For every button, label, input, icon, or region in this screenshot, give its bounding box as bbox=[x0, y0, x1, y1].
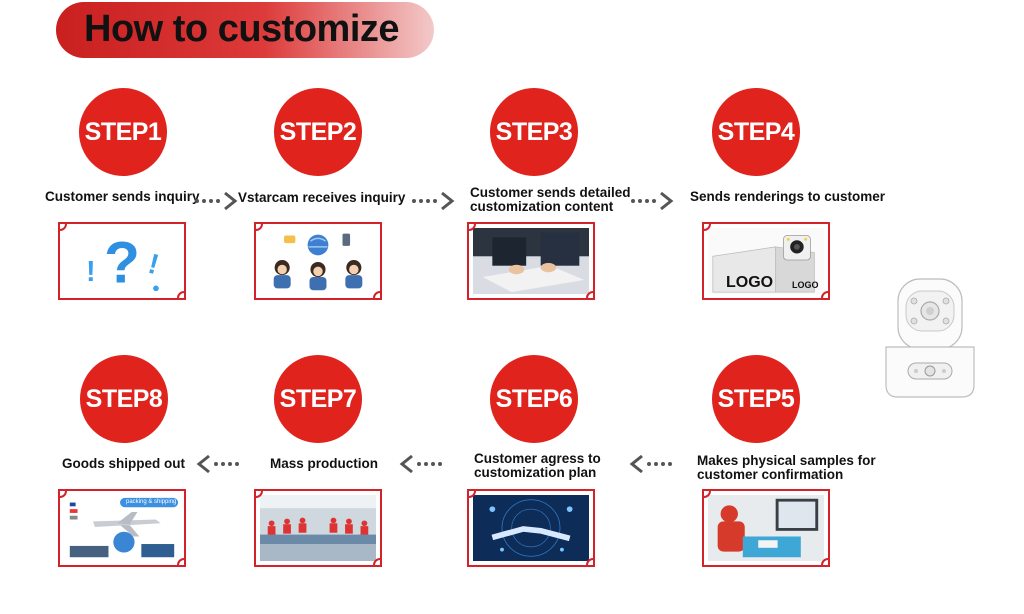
right-arrow-icon bbox=[412, 191, 455, 211]
step-6-badge: STEP6 bbox=[490, 355, 578, 443]
right-arrow-icon bbox=[195, 191, 238, 211]
question-mark-icon: ? ! ! bbox=[86, 231, 162, 294]
page-title: How to customize bbox=[84, 8, 400, 50]
logo-text-large: LOGO bbox=[726, 274, 774, 291]
shipping-photo bbox=[64, 495, 180, 561]
business-meeting-photo bbox=[473, 228, 589, 294]
right-arrow-icon bbox=[631, 191, 674, 211]
step-2-badge: STEP2 bbox=[274, 88, 362, 176]
handshake-photo bbox=[473, 495, 589, 561]
step-5-badge: STEP5 bbox=[712, 355, 800, 443]
step-5-image bbox=[702, 489, 830, 567]
step-1-label: Customer sends inquiry bbox=[45, 189, 200, 204]
step-2-image bbox=[254, 222, 382, 300]
step-1-image: ? ! ! bbox=[58, 222, 186, 300]
svg-text:!: ! bbox=[145, 247, 162, 280]
support-team-icon bbox=[273, 233, 363, 291]
step-7-badge: STEP7 bbox=[274, 355, 362, 443]
left-arrow-icon bbox=[196, 454, 239, 474]
svg-text:?: ? bbox=[104, 231, 140, 294]
step-8-label: Goods shipped out bbox=[62, 456, 185, 471]
step-8-badge: STEP8 bbox=[80, 355, 168, 443]
lab-worker-photo bbox=[708, 495, 824, 561]
step-3-image bbox=[467, 222, 595, 300]
step-8-image: packing & shipping bbox=[58, 489, 186, 567]
step-1-badge: STEP1 bbox=[79, 88, 167, 176]
security-camera-illustration bbox=[885, 278, 975, 398]
step-3-badge: STEP3 bbox=[490, 88, 578, 176]
step-4-badge: STEP4 bbox=[712, 88, 800, 176]
title-banner: How to customize bbox=[56, 2, 434, 58]
step-4-image: LOGO LOGO bbox=[702, 222, 830, 300]
step-7-label: Mass production bbox=[270, 456, 379, 471]
step-4-label: Sends renderings to customer bbox=[690, 189, 886, 204]
svg-text:!: ! bbox=[86, 255, 95, 287]
logo-text-small: LOGO bbox=[792, 280, 819, 290]
left-arrow-icon bbox=[629, 454, 672, 474]
factory-photo bbox=[260, 495, 376, 561]
step-2-label: Vstarcam receives inquiry bbox=[238, 190, 406, 205]
step-7-image bbox=[254, 489, 382, 567]
shipping-banner-text: packing & shipping bbox=[126, 499, 177, 505]
logo-box-render bbox=[708, 228, 824, 294]
step-6-image bbox=[467, 489, 595, 567]
left-arrow-icon bbox=[399, 454, 442, 474]
